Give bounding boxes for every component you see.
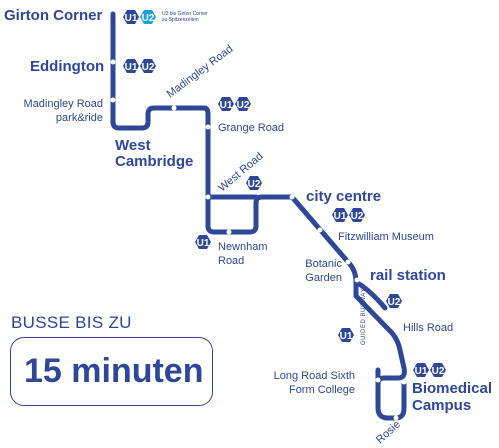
u1-badge-newnham: U1: [195, 235, 211, 249]
u1-badge: U1: [332, 208, 348, 222]
label-madingley-park-2: park&ride: [56, 112, 103, 124]
badges-biomedical: U1 U2: [413, 363, 446, 377]
svg-text:U1: U1: [415, 366, 428, 377]
label-girton-note-2: zu Spitzenzeiten: [162, 17, 199, 23]
badges-eddington: U1 U2: [123, 59, 156, 73]
promo-box: [10, 337, 213, 406]
label-west-cambridge-2: Cambridge: [115, 153, 193, 170]
stop-hills-road: [393, 322, 399, 328]
svg-text:U2: U2: [248, 179, 261, 190]
label-west-cambridge-1: West: [115, 137, 151, 154]
stop-long-road: [375, 377, 381, 383]
u2-badge: U2: [140, 59, 156, 73]
label-madingley-road: Madingley Road: [165, 43, 236, 100]
label-girton-corner: Girton Corner: [4, 7, 102, 24]
u2-badge: U2: [430, 363, 446, 377]
svg-text:U1: U1: [340, 331, 353, 342]
stop-eddington: [110, 59, 116, 65]
label-rail-station: rail station: [370, 267, 446, 284]
label-eddington: Eddington: [30, 58, 104, 75]
stop-fitzwilliam: [317, 227, 323, 233]
stop-newnham-road: [226, 229, 232, 235]
label-rosie: Rosie: [374, 418, 403, 446]
label-hills-road: Hills Road: [403, 322, 453, 334]
label-grange-road: Grange Road: [218, 122, 284, 134]
label-botanic-1: Botanic: [305, 258, 342, 270]
u1-badge: U1: [123, 10, 139, 24]
svg-text:U2: U2: [237, 100, 250, 111]
label-newnham-2: Road: [218, 255, 244, 267]
route-line: [110, 11, 407, 401]
stop-rail-station: [354, 277, 360, 283]
stop-madingley-road: [171, 105, 177, 111]
svg-text:U1: U1: [125, 13, 138, 24]
svg-text:U2: U2: [351, 211, 364, 222]
svg-text:U1: U1: [197, 238, 210, 249]
u2-badge: U2: [349, 208, 365, 222]
label-long-road-1: Long Road Sixth: [274, 370, 355, 382]
label-madingley-park-1: Madingley Road: [24, 98, 104, 110]
u1-badge: U1: [413, 363, 429, 377]
svg-text:U1: U1: [125, 62, 138, 73]
label-biomedical-2: Campus: [412, 397, 471, 414]
svg-text:U1: U1: [220, 100, 233, 111]
badges-grange: U1 U2: [218, 97, 251, 111]
label-city-centre: city centre: [306, 188, 381, 205]
label-newnham-1: Newnham: [218, 241, 268, 253]
label-botanic-2: Garden: [305, 272, 342, 284]
u2-badge: U2: [140, 10, 156, 24]
stop-botanic-garden: [345, 259, 351, 265]
promo-time: 15 minuten: [24, 352, 204, 390]
stop-west-road: [205, 194, 211, 200]
label-long-road-2: Form College: [289, 384, 355, 396]
u1-badge: U1: [218, 97, 234, 111]
route-loop-biomedical: [375, 367, 407, 421]
stop-city-centre: [289, 194, 295, 200]
u2-badge-hills-road: U2: [386, 294, 402, 308]
svg-text:U2: U2: [388, 297, 401, 308]
route-branch-rail: [353, 279, 388, 311]
badges-girton: U1 U2: [123, 10, 156, 24]
label-guided-busway: GUIDED BUSWAY: [361, 288, 367, 345]
label-biomedical-1: Biomedical: [412, 380, 492, 397]
u2-badge-west-road: U2: [246, 176, 262, 190]
u1-badge: U1: [123, 59, 139, 73]
svg-text:U2: U2: [432, 366, 445, 377]
svg-text:U1: U1: [334, 211, 347, 222]
svg-text:U2: U2: [142, 62, 155, 73]
promo-heading: BUSSE BIS ZU: [6, 313, 137, 333]
stop-rosie: [393, 415, 399, 421]
stop-grange-road: [205, 124, 211, 130]
svg-text:U2: U2: [142, 13, 155, 24]
u1-badge-busway: U1: [338, 328, 354, 342]
stop-biomedical: [401, 379, 407, 385]
label-girton-note-1: U2 bis Girton Corner: [162, 11, 208, 17]
badges-city-centre: U1 U2: [332, 208, 365, 222]
u2-badge: U2: [235, 97, 251, 111]
stop-madingley-park: [110, 97, 116, 103]
label-fitzwilliam: Fitzwilliam Museum: [338, 231, 434, 243]
